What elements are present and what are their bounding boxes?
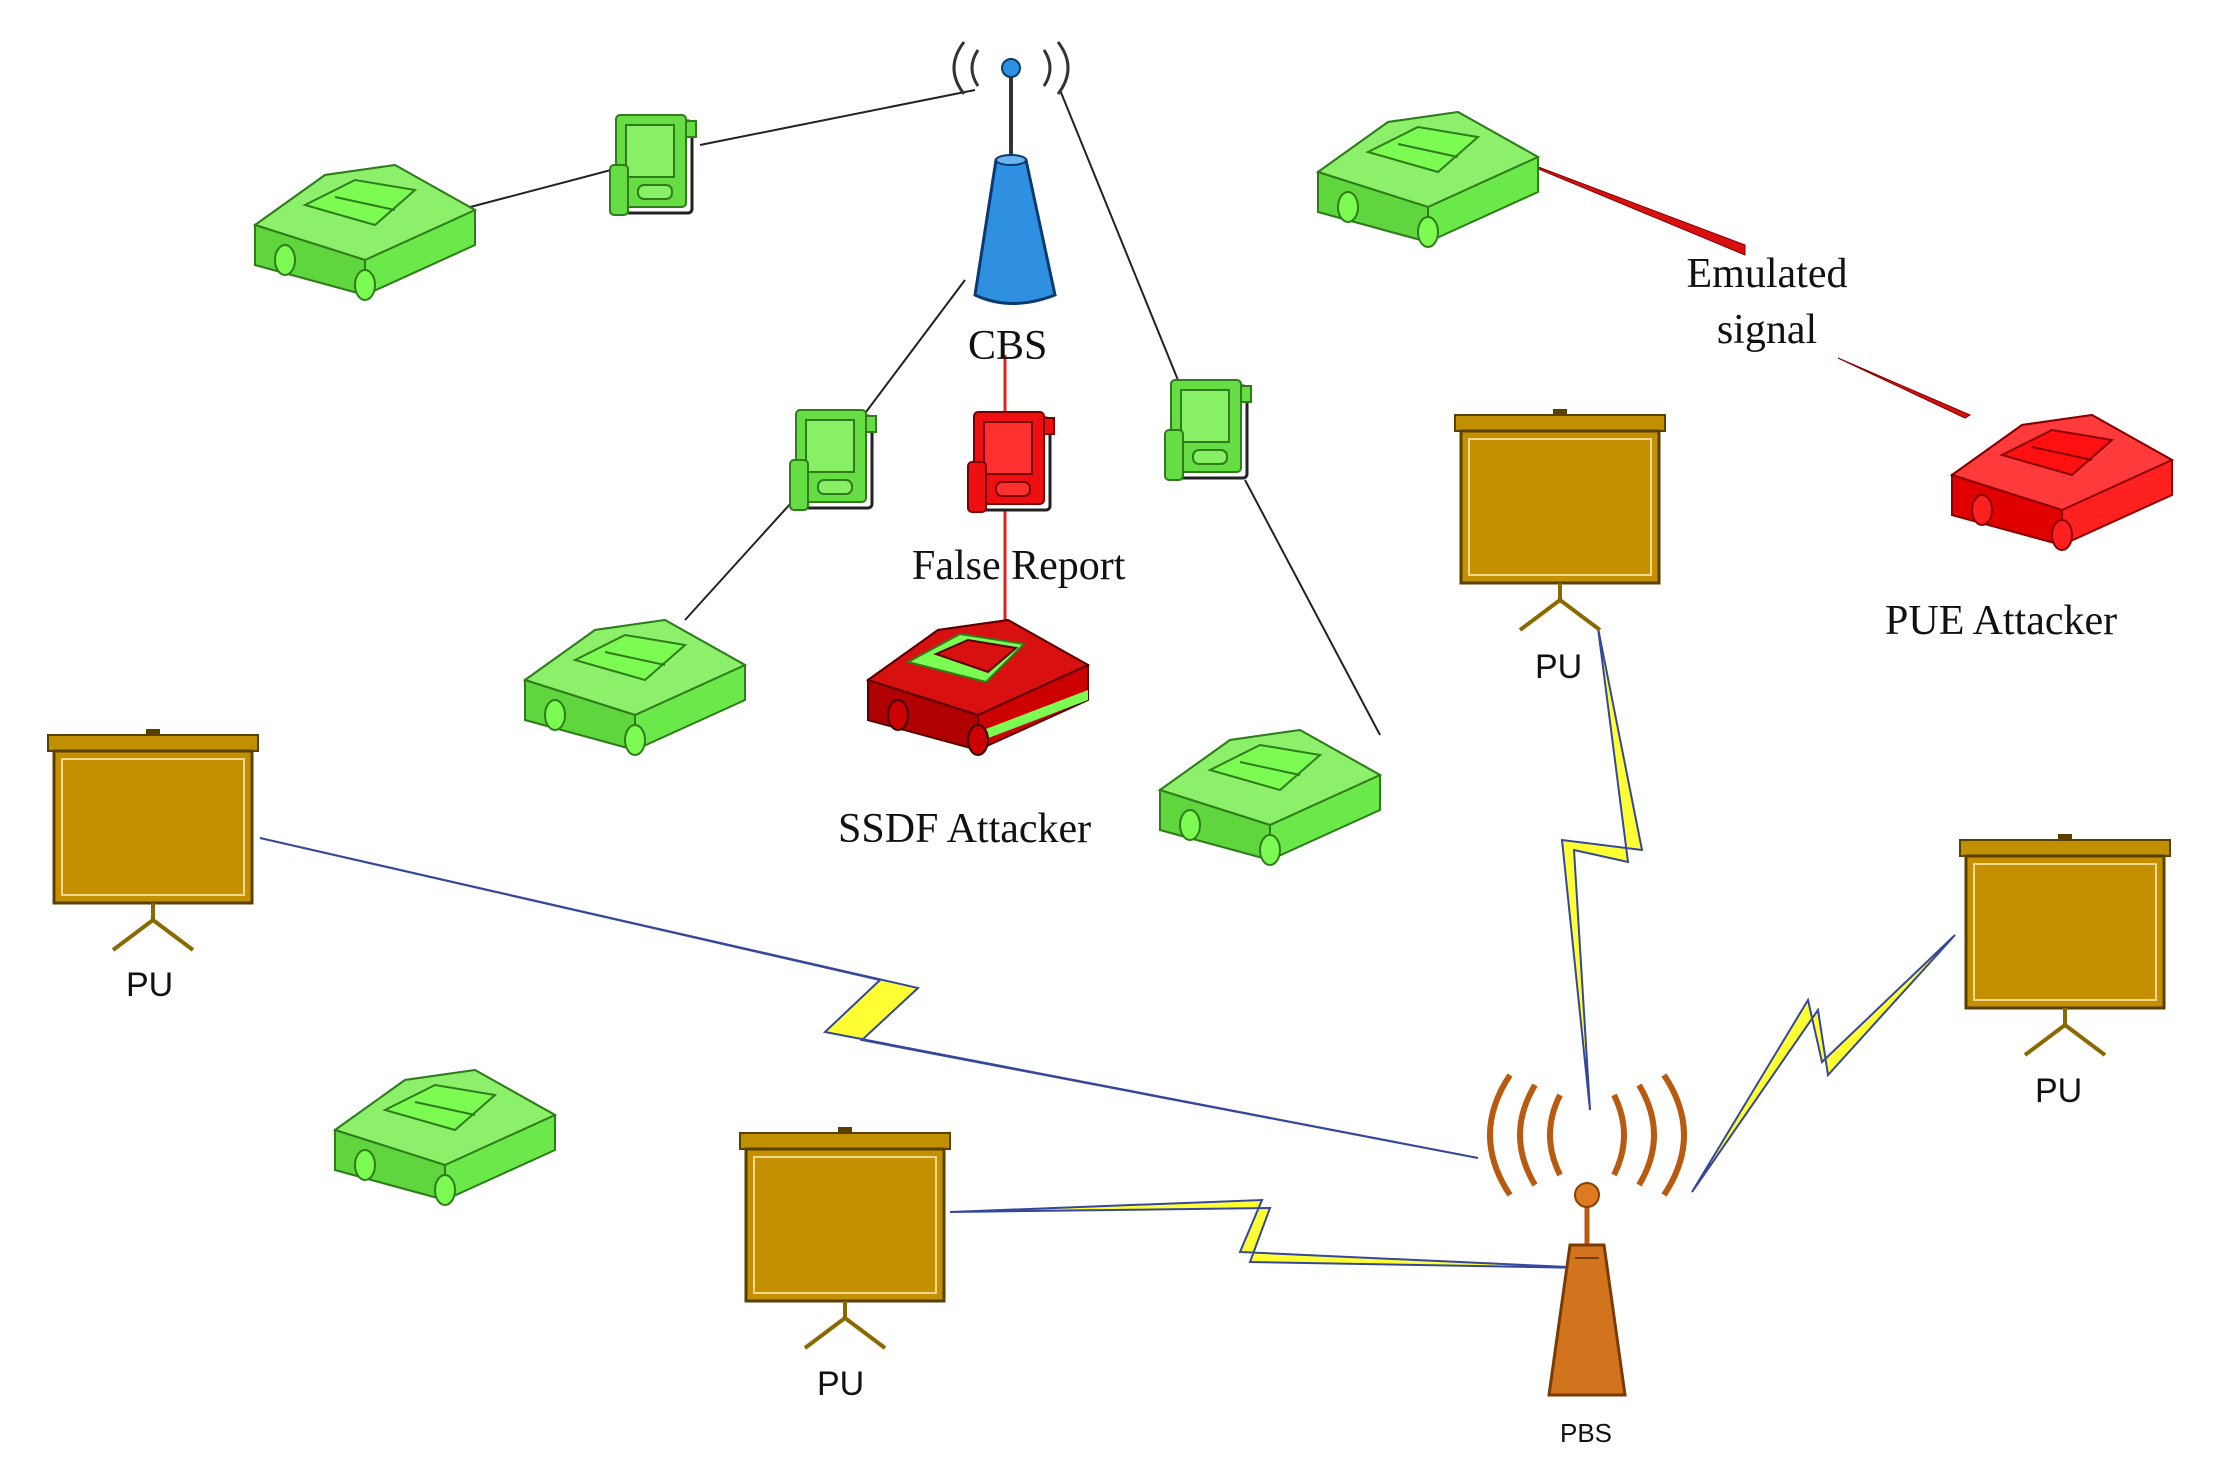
cognitive-device-icon (1163, 378, 1253, 482)
cbs-label: CBS (968, 323, 1048, 369)
car-icon (334, 1069, 556, 1206)
car-icon (524, 619, 746, 756)
pbs-label: PBS (1560, 1418, 1613, 1448)
pu-label: PU (817, 1365, 865, 1403)
pu-label: PU (1535, 648, 1583, 686)
pu-board-icon (46, 727, 260, 952)
lightning-link-icon (1691, 934, 1956, 1193)
cognitive-device-icon (966, 410, 1056, 514)
ssdf-attacker-car-icon (865, 618, 1091, 756)
lightning-link-icon (1560, 627, 1644, 1111)
pu-board-icon (1958, 832, 2172, 1057)
pu-board-icon (738, 1125, 952, 1350)
pue-attacker-car-icon (1951, 414, 2173, 551)
emulated-signal-label-line2: signal (1716, 307, 1818, 353)
false-report-label: False Report (912, 543, 1126, 589)
cognitive-device-icon (788, 408, 878, 512)
cbs-tower-icon (952, 41, 1070, 305)
emulated-signal-label-line1: Emulated (1686, 251, 1848, 297)
lightning-link-icon (949, 1198, 1591, 1269)
ssdf-attacker-label: SSDF Attacker (838, 806, 1092, 852)
pu-label: PU (2035, 1072, 2083, 1110)
car-icon (1317, 111, 1539, 248)
pu-board-icon (1453, 407, 1667, 632)
pu-label: PU (126, 966, 174, 1004)
pue-attacker-label: PUE Attacker (1885, 598, 2118, 644)
lightning-link-icon (259, 837, 1479, 1159)
car-icon (1159, 729, 1381, 866)
links (259, 89, 1972, 1269)
cognitive-device-icon (608, 113, 698, 217)
car-icon (254, 164, 476, 301)
pbs-tower-icon (1487, 1073, 1687, 1397)
